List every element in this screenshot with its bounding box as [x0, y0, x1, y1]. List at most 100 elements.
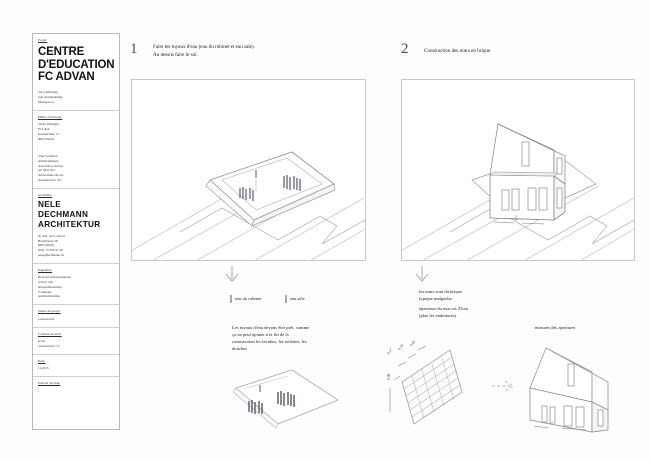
client-details: Viktor Häusiger El Lokal Gessnerallee 11… — [38, 122, 114, 182]
slab-inner-outline — [221, 157, 323, 211]
architect-line-4: 0041 79 386 37 49 — [38, 248, 63, 253]
detail-pipes-right — [277, 391, 295, 407]
client2-line-3: Association Advan — [38, 163, 63, 168]
project-title-line-3: FC ADVAN — [38, 71, 95, 84]
panel-step-2-drawing — [401, 79, 635, 261]
project-address-line-2: Sud Antsahamamy — [38, 95, 63, 100]
site-boundary — [179, 207, 365, 245]
pipe-legend-markers — [230, 295, 287, 303]
engineer-line-3: Ampandrianomby — [38, 284, 62, 289]
client-line-1: Viktor Häusiger — [38, 122, 60, 127]
title-block-scale: Echelle du plan: - — [33, 377, 119, 398]
pipe-stubs-group-a — [239, 187, 254, 201]
title-block-client: Maître d'ouvrage: Viktor Häusiger El Lok… — [33, 111, 119, 189]
client-line-3: Gessnerallee 11 — [38, 131, 59, 136]
content-line-1: école — [38, 339, 45, 344]
detail-dimension-lines — [533, 425, 587, 431]
brick-block-outline — [401, 349, 463, 425]
architect-line-5: nele@dechmann.ch — [38, 252, 65, 257]
project-address-line-1: rue à Ambenga — [38, 90, 58, 95]
title-block-engineer: Ingénieur: Noel Andrianarisampana lot II… — [33, 264, 119, 306]
slab-pipe-detail-drawing — [232, 369, 339, 429]
client2-line-6: Antananarivo 101 — [38, 177, 62, 182]
title-block-architect: Architekt: NELE DECHMANN ARCHITEKTUR dr.… — [33, 189, 119, 264]
architect-details: dr. dipl. arch. eth etz Hardstrasse 58 8… — [38, 234, 114, 258]
pipe-note-line-1: Les tuyaux d'eau devons être prêt, comme — [232, 325, 310, 330]
wall-thickness-note: épaisseur du mur est 25cm (plus les endu… — [419, 306, 468, 320]
content-line-2: construction 1-2 — [38, 343, 60, 348]
title-block-date: Date: 11.2015 — [33, 355, 119, 378]
wall-joint-lines — [489, 211, 566, 221]
title-block-status: Status du projet: construction — [33, 305, 119, 328]
client-separator: - — [38, 145, 40, 150]
project-label: Projet: — [38, 38, 48, 42]
step-2-line-1: Construction des murs en brique. — [424, 48, 492, 54]
architect-name-line-3: ARCHITEKTUR — [38, 219, 101, 229]
architect-line-1: dr. dipl. arch. eth etz — [38, 233, 66, 238]
down-arrow-step-1 — [225, 266, 239, 282]
openings-caption: mesures des apertures — [535, 325, 576, 330]
wall-thickness-line-1: épaisseur du mur est 25cm — [419, 306, 468, 311]
scale-label: Echelle du plan: — [38, 381, 61, 386]
content-label: Contenu du plan: — [38, 331, 62, 336]
detail-pipes-left — [248, 400, 263, 414]
floor-slab — [205, 151, 336, 227]
detail-openings — [541, 363, 604, 428]
step-1-line-1: Faire les tuyaux d'eau (eau du robinet e… — [153, 44, 255, 50]
date-value: 11.2015 — [38, 366, 49, 371]
axonometric-slab-drawing — [132, 151, 365, 260]
title-block-content: Contenu du plan: école construction 1-2 — [33, 328, 119, 355]
wall-note: les murs sont du brique typique malgache… — [419, 289, 462, 303]
engineer-line-5: Ambohidratrimo — [38, 294, 61, 299]
step-1-number: 1 — [130, 41, 138, 57]
architect-name: NELE DECHMANN ARCHITEKTUR — [38, 200, 114, 230]
pipe-stubs-group-b — [283, 175, 301, 191]
axonometric-walls-drawing — [402, 123, 634, 260]
status-value: construction — [38, 316, 55, 321]
architect-label: Architekt: — [38, 192, 52, 197]
architect-line-3: 8005 Zürich — [38, 243, 55, 248]
pipe-tap-label: eau du robinet — [235, 296, 262, 301]
down-arrow-step-2 — [415, 266, 429, 282]
pipe-note-line-3: construction les lavabos, les toilettes,… — [232, 338, 307, 344]
client-label: Maître d'ouvrage: — [38, 114, 63, 119]
title-block-project: Projet: CENTRE D'EDUCATION FC ADVAN rue … — [33, 34, 119, 111]
wall-thickness-line-2: (plus les enduitures) — [419, 312, 457, 318]
client2-line-5: Ambodirano 6è arr. — [38, 173, 64, 178]
project-title: CENTRE D'EDUCATION FC ADVAN — [38, 45, 115, 85]
pipe-note-line-4: douches — [232, 345, 248, 351]
architect-name-line-1: NELE — [38, 200, 62, 210]
client-line-2: El Lokal — [38, 126, 50, 131]
client-line-4: 8004 Zürich — [38, 136, 55, 141]
pipe-note-line-2: ça on peut ajouter à la fin de la — [232, 331, 289, 337]
status-label: Status du projet: — [38, 309, 61, 314]
step-2-number: 2 — [401, 41, 409, 57]
brick-wall-detail-drawing — [389, 345, 463, 425]
client2-line-4: tel: 3811 911 — [38, 168, 56, 173]
engineer-details: Noel Andrianarisampana lot IIA 140 Ampan… — [38, 275, 114, 299]
right-arrow-openings — [492, 380, 514, 392]
project-address: rue à Ambenga Sud Antsahamamy Madagascar — [38, 90, 114, 104]
step-2-heading: Construction des murs en brique. — [424, 48, 491, 56]
wall-top-thickness — [489, 171, 559, 177]
wall-note-line-2: typique malgache: — [419, 295, 453, 301]
project-address-line-3: Madagascar — [38, 99, 54, 104]
architect-line-2: Hardstrasse 58 — [38, 238, 58, 243]
pipe-note: Les tuyaux d'eau devons être prêt, comme… — [232, 325, 309, 353]
client2-line-2: Ambinanimpan — [38, 158, 59, 163]
house-openings-detail-drawing — [529, 347, 609, 433]
architect-name-line-2: DECHMANN — [38, 210, 89, 220]
wall-note-line-1: les murs sont du brique — [419, 289, 462, 294]
project-title-line-1: CENTRE — [38, 45, 85, 58]
step-1-line-2: Au dessus faire le sol. — [153, 51, 198, 58]
project-title-line-2: D'EDUCATION — [38, 58, 115, 71]
date-label: Date: — [38, 358, 46, 363]
dimension-leaders — [389, 345, 427, 412]
scale-value: - — [38, 388, 40, 393]
engineer-line-2: lot IIA 140 — [38, 280, 53, 285]
engineer-line-4: Commune — [38, 289, 52, 294]
pipe-waste-label: eau sale — [290, 296, 305, 301]
panel-step-1-drawing — [131, 79, 366, 261]
brick-dim-4: 0.06 — [387, 373, 391, 380]
